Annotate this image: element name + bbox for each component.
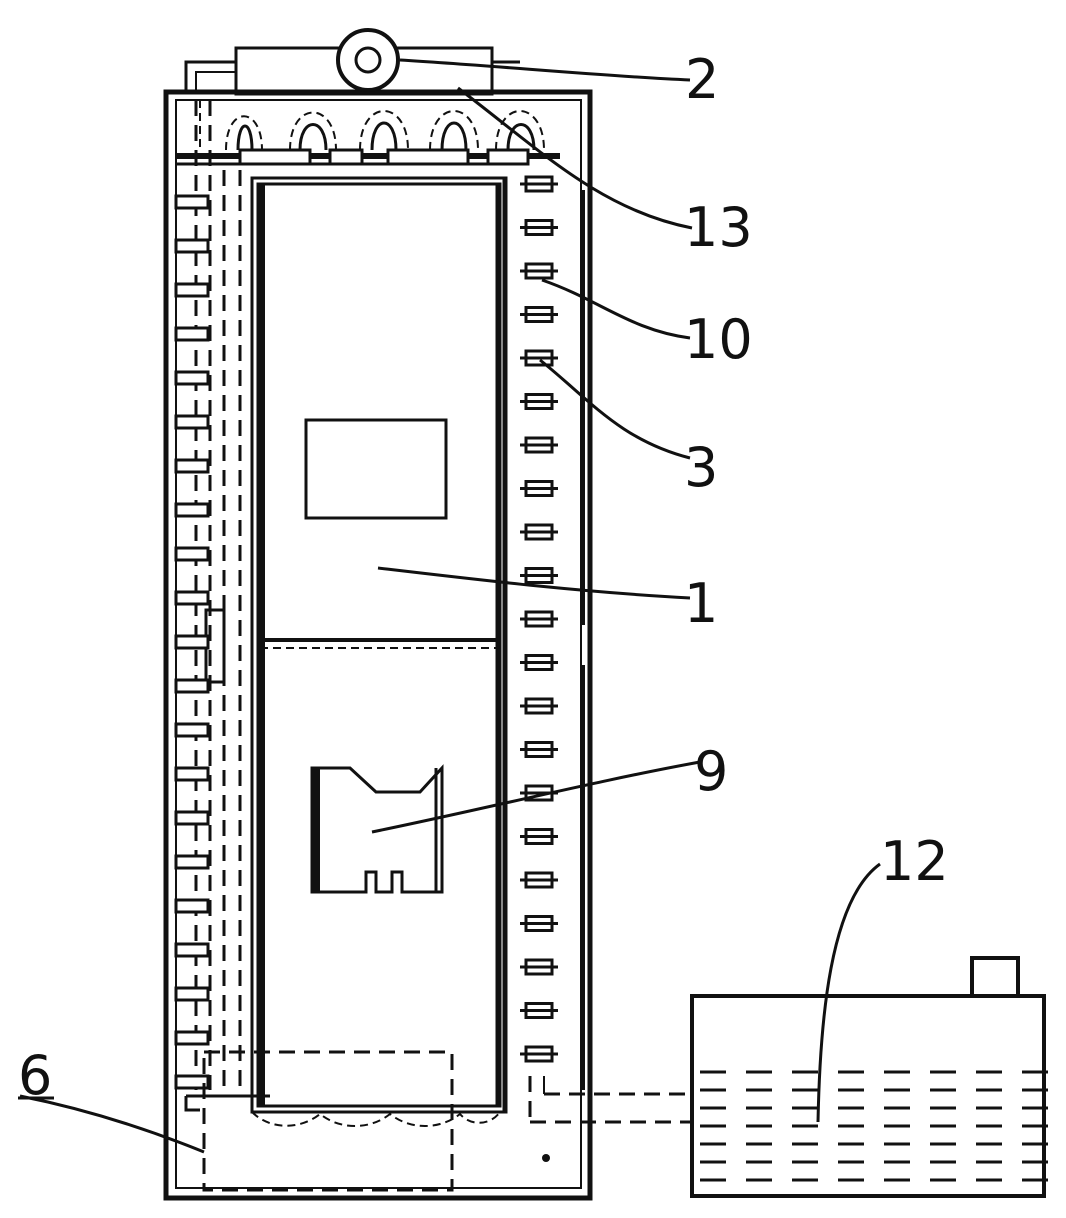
wall-clip [174,942,210,958]
wall-clip [174,414,210,430]
wall-fitting [520,828,558,845]
wall-fitting [520,871,558,889]
display-panel [304,418,448,520]
wall-clip [174,282,210,298]
wall-fitting [520,523,558,541]
wall-fitting [520,610,558,628]
tank-water-lines [700,1070,1048,1182]
callout-labels: 2 13 10 3 1 9 12 6 [18,48,949,1107]
wall-clip [174,326,210,342]
wall-clip [174,1074,210,1090]
wall-fitting [520,741,558,758]
water-tank [690,956,1048,1198]
left-wall-clips [174,194,210,1090]
label-6: 6 [18,1044,52,1107]
wall-clip [174,986,210,1002]
wall-fitting [520,175,558,193]
wall-fitting [520,349,558,367]
label-3: 3 [684,436,718,499]
wall-clip [174,370,210,386]
wall-clip [174,810,210,826]
label-12: 12 [880,830,949,893]
label-13: 13 [684,196,753,259]
wall-clip [174,502,210,518]
top-shelf [176,148,560,166]
right-wall-fittings [520,175,558,1063]
wall-fitting [520,262,558,280]
cabinet-housing [163,89,593,1201]
wall-clip [174,1030,210,1046]
wall-fitting [520,436,558,454]
label-10: 10 [684,308,753,371]
inner-compartment [250,176,508,1114]
wall-clip [174,458,210,474]
wall-clip [174,634,210,650]
wall-fitting [520,1045,558,1063]
leader-lines [18,58,881,1154]
wall-clip [174,590,210,606]
wall-fitting [520,1002,558,1019]
wall-clip [174,238,210,254]
top-fan [184,28,520,96]
wall-fitting [520,654,558,671]
drain-tray [202,1050,550,1192]
wall-clip [174,194,210,210]
bracket-component [310,764,444,894]
wall-fitting [520,393,558,410]
wall-fitting [520,697,558,715]
label-9: 9 [694,740,728,803]
wall-clip [174,766,210,782]
wall-fitting [520,219,558,236]
wall-fitting [520,567,558,584]
label-2: 2 [685,48,719,111]
drain-pipe [528,1076,694,1124]
wall-fitting [520,958,558,976]
wall-clip [174,722,210,738]
wall-fitting [520,480,558,497]
wall-clip [174,678,210,694]
wall-fitting [520,915,558,932]
cooling-coil [199,100,545,151]
wall-fitting [520,306,558,323]
wall-clip [174,546,210,562]
wall-clip [174,898,210,914]
wall-clip [174,854,210,870]
label-1: 1 [684,572,718,635]
left-pipes [184,100,270,1112]
